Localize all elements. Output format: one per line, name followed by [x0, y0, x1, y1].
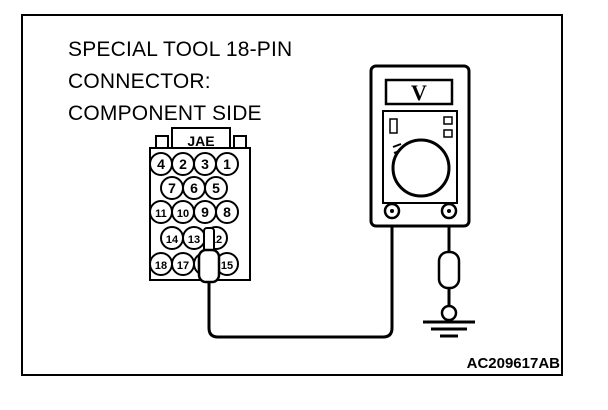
connector-pin-label: 14 — [166, 234, 179, 246]
connector-latch-right — [233, 135, 247, 149]
connector-pin-label: 15 — [221, 260, 233, 272]
connector-pin-label: 11 — [155, 208, 167, 220]
connector-pin-label: 4 — [157, 156, 165, 172]
multimeter-display — [384, 78, 454, 106]
connector: JAE 423176511109814131218171615 — [149, 127, 251, 292]
connector-pin-label: 7 — [168, 180, 176, 196]
connector-pin-1 — [215, 152, 239, 176]
multimeter-button-left — [389, 118, 398, 134]
connector-pin-label: 18 — [155, 260, 167, 272]
connector-pin-label: 1 — [223, 156, 231, 172]
connector-pin-label: 13 — [188, 234, 200, 246]
caption-line-2: CONNECTOR: — [68, 70, 211, 93]
connector-pin-label: 8 — [223, 204, 231, 220]
multimeter: V — [369, 64, 471, 228]
positive-test-lead — [207, 213, 394, 339]
multimeter-display-unit: V — [411, 80, 427, 105]
connector-pin-label: 6 — [190, 180, 198, 196]
probe-tip — [197, 227, 221, 292]
diagram-frame — [21, 14, 563, 376]
ground-symbol-icon — [423, 320, 475, 338]
reference-code: AC209617AB — [466, 355, 560, 372]
connector-pins: 423176511109814131218171615 — [149, 152, 239, 276]
connector-pin-5 — [204, 176, 228, 200]
multimeter-dial — [391, 138, 451, 198]
jack-negative-center — [447, 209, 451, 213]
connector-pin-label: 2 — [179, 156, 187, 172]
connector-brand-label: JAE — [187, 133, 214, 149]
jack-positive-center — [390, 209, 394, 213]
connector-pin-label: 17 — [177, 260, 189, 272]
connector-pin-label: 10 — [177, 208, 189, 220]
connector-pin-8 — [215, 200, 239, 224]
connector-latch-left — [155, 135, 169, 149]
multimeter-button-top-right — [443, 116, 453, 125]
connector-pin-label: 3 — [201, 156, 209, 172]
ground-probe — [437, 250, 461, 322]
caption-line-1: SPECIAL TOOL 18-PIN — [68, 38, 293, 61]
connector-pin-label: 9 — [201, 204, 209, 220]
connector-pin-label: 5 — [212, 180, 220, 196]
multimeter-button-right — [443, 129, 453, 138]
caption-line-3: COMPONENT SIDE — [68, 102, 262, 125]
